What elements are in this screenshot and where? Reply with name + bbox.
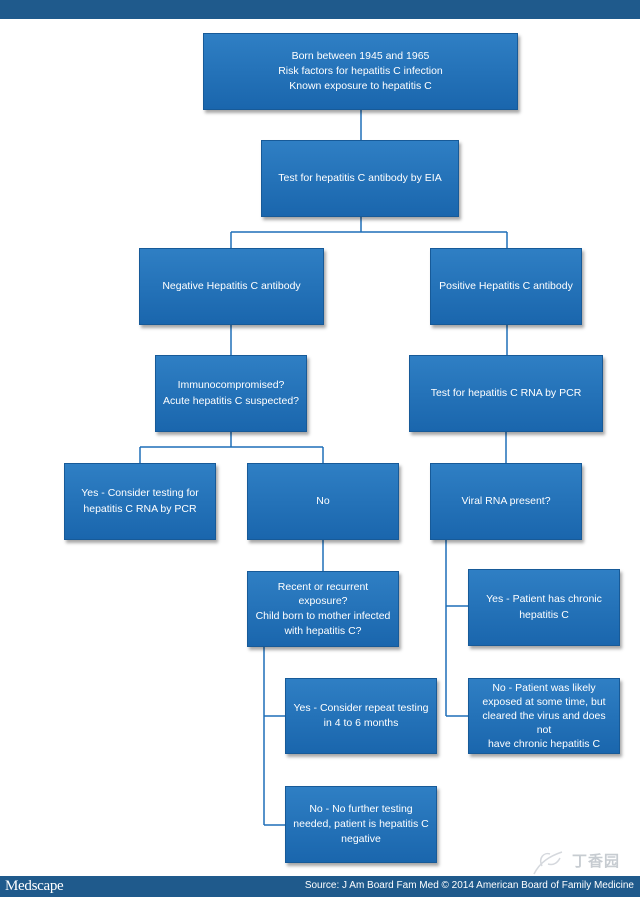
yes-chronic-box: Yes - Patient has chronic hepatitis C <box>468 569 620 646</box>
viral-rna-present-label: Viral RNA present? <box>461 494 551 507</box>
yes-repeat-line-2: in 4 to 6 months <box>323 717 399 729</box>
test-antibody-box: Test for hepatitis C antibody by EIA <box>261 140 459 217</box>
no-further-line-2: needed, patient is hepatitis C <box>293 817 429 830</box>
no-cleared-line-3: cleared the virus and does not <box>482 709 606 737</box>
watermark: 丁香园 <box>528 848 632 878</box>
immunocompromised-line-2: Acute hepatitis C suspected? <box>163 394 299 407</box>
yes-consider-rna-line-2: hepatitis C RNA by PCR <box>83 502 197 515</box>
recent-exposure-line-1: Recent or recurrent <box>277 580 369 593</box>
positive-antibody-box: Positive Hepatitis C antibody <box>430 248 582 325</box>
yes-repeat-line-1: Yes - Consider repeat testing <box>293 701 429 714</box>
no-label: No <box>316 494 330 507</box>
yes-consider-rna-box: Yes - Consider testing for hepatitis C R… <box>64 463 216 540</box>
no-further-line-1: No - No further testing <box>309 802 413 815</box>
recent-exposure-line-4: with hepatitis C? <box>284 624 362 637</box>
test-rna-label: Test for hepatitis C RNA by PCR <box>430 386 582 399</box>
no-cleared-line-2: exposed at some time, but <box>482 695 606 708</box>
recent-exposure-line-3: Child born to mother infected <box>255 610 391 622</box>
test-rna-box: Test for hepatitis C RNA by PCR <box>409 355 603 432</box>
no-cleared-line-1: No - Patient was likely <box>492 681 596 694</box>
no-further-box: No - No further testing needed, patient … <box>285 786 437 863</box>
recent-exposure-box: Recent or recurrent exposure? Child born… <box>247 571 399 647</box>
source-citation: Source: J Am Board Fam Med © 2014 Americ… <box>304 880 634 891</box>
immunocompromised-line-1: Immunocompromised? <box>177 379 285 392</box>
recent-exposure-line-2: exposure? <box>298 595 348 608</box>
no-box: No <box>247 463 399 540</box>
start-line-2: Risk factors for hepatitis C infection <box>278 64 443 77</box>
positive-antibody-label: Positive Hepatitis C antibody <box>439 279 573 292</box>
watermark-leaf-icon <box>533 851 563 875</box>
test-antibody-label: Test for hepatitis C antibody by EIA <box>278 171 442 184</box>
negative-antibody-label: Negative Hepatitis C antibody <box>162 279 301 292</box>
yes-repeat-box: Yes - Consider repeat testing in 4 to 6 … <box>285 678 437 754</box>
medscape-logo: Medscape <box>5 878 64 894</box>
start-criteria-box: Born between 1945 and 1965 Risk factors … <box>203 33 518 110</box>
no-further-line-3: negative <box>341 833 381 846</box>
start-line-1: Born between 1945 and 1965 <box>291 49 430 62</box>
yes-consider-rna-line-1: Yes - Consider testing for <box>81 487 199 500</box>
no-cleared-line-4: have chronic hepatitis C <box>487 738 601 751</box>
footer-bar: Medscape Source: J Am Board Fam Med © 20… <box>0 876 640 897</box>
yes-chronic-line-1: Yes - Patient has chronic <box>486 593 602 606</box>
watermark-text: 丁香园 <box>572 853 621 870</box>
viral-rna-present-box: Viral RNA present? <box>430 463 582 540</box>
yes-chronic-line-2: hepatitis C <box>519 608 569 621</box>
negative-antibody-box: Negative Hepatitis C antibody <box>139 248 324 325</box>
immunocompromised-box: Immunocompromised? Acute hepatitis C sus… <box>155 355 307 432</box>
start-line-3: Known exposure to hepatitis C <box>289 80 432 93</box>
top-bar <box>0 0 640 19</box>
no-cleared-box: No - Patient was likely exposed at some … <box>468 678 620 754</box>
